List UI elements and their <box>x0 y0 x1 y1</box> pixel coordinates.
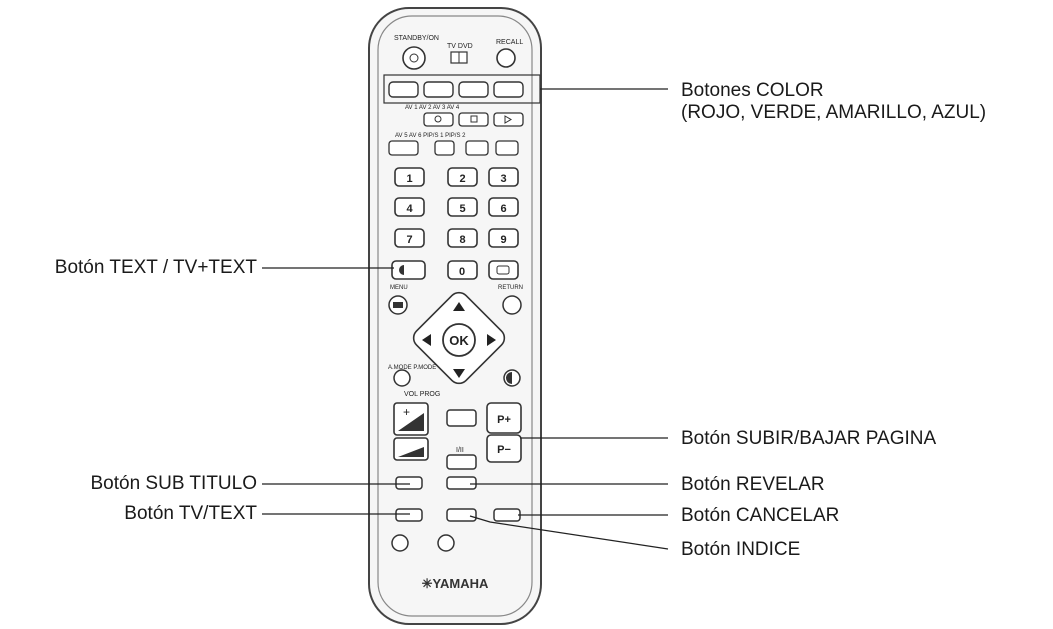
digit-label: 4 <box>406 203 413 215</box>
digit-label: 5 <box>459 203 465 215</box>
digit-label: 1 <box>406 173 412 185</box>
menu-icon <box>393 302 403 308</box>
standby-button[interactable] <box>402 46 426 70</box>
av-button-3[interactable] <box>493 112 524 127</box>
zero-label: 0 <box>459 266 465 278</box>
digit-button-7[interactable] <box>394 228 425 248</box>
tv-swap-button[interactable] <box>488 260 519 280</box>
play-icon <box>504 115 512 124</box>
leader-index <box>469 515 669 550</box>
callout-color-line1: Botones COLOR <box>681 80 824 101</box>
av5-button[interactable] <box>388 140 419 156</box>
p-minus-label: P− <box>497 444 511 456</box>
remote-body-inner <box>377 15 533 617</box>
digit-label: 2 <box>459 173 465 185</box>
digit-label: 8 <box>459 234 465 246</box>
digit-button-8[interactable] <box>447 228 478 248</box>
callout-index: Botón INDICE <box>681 539 801 560</box>
recall-button[interactable] <box>496 48 516 68</box>
av-row2-label: AV 5 AV 6 PIP/S 1 PIP/S 2 <box>395 133 466 139</box>
vol-down-icon <box>398 447 424 457</box>
digit-label: 7 <box>406 234 412 246</box>
callout-tvtext: Botón TV/TEXT <box>124 503 257 524</box>
zero-button[interactable] <box>447 260 478 280</box>
av-button-1[interactable] <box>423 112 454 127</box>
ok-button[interactable] <box>442 323 476 357</box>
contrast-icon <box>506 372 512 384</box>
mode-label: A.MODE P.MODE <box>388 365 436 371</box>
arrow-up-icon[interactable] <box>453 302 465 311</box>
digit-button-5[interactable] <box>447 197 478 217</box>
vol-prog-label: VOL PROG <box>404 391 440 398</box>
mute-button[interactable] <box>446 409 477 427</box>
callout-subtitle: Botón SUB TITULO <box>90 473 258 494</box>
ok-label: OK <box>449 333 469 348</box>
stop-icon <box>470 115 478 123</box>
pause-icon <box>434 115 442 123</box>
arrow-right-icon[interactable] <box>487 334 496 346</box>
pips1-button[interactable] <box>465 140 489 156</box>
brand-logo: ✳YAMAHA <box>422 576 489 591</box>
text-tv-text-button[interactable] <box>391 260 426 280</box>
callout-color-buttons: Botones COLOR (ROJO, VERDE, AMARILLO, AZ… <box>681 80 986 124</box>
index-button[interactable] <box>446 508 477 522</box>
digit-button-6[interactable] <box>488 197 519 217</box>
callout-cancel: Botón CANCELAR <box>681 505 840 526</box>
digit-label: 9 <box>500 234 506 246</box>
return-label: RETURN <box>498 285 523 291</box>
tvtext-button[interactable] <box>395 508 423 522</box>
tv-dvd-label: TV DVD <box>447 43 473 50</box>
av-button-2[interactable] <box>458 112 489 127</box>
return-button[interactable] <box>502 295 522 315</box>
cancel-button[interactable] <box>493 508 521 522</box>
arrow-left-icon[interactable] <box>422 334 431 346</box>
number-pad: 1 2 3 4 5 6 7 8 9 <box>394 167 519 248</box>
p-minus-button[interactable] <box>486 434 522 463</box>
digit-label: 3 <box>500 173 506 185</box>
sub-audio-button[interactable] <box>446 454 477 470</box>
subtitle-button[interactable] <box>395 476 423 490</box>
callout-reveal: Botón REVELAR <box>681 474 825 495</box>
green-button[interactable] <box>423 81 454 98</box>
av6-button[interactable] <box>434 140 455 156</box>
p-plus-button[interactable] <box>486 402 522 434</box>
digit-button-3[interactable] <box>488 167 519 187</box>
digit-button-9[interactable] <box>488 228 519 248</box>
recall-label: RECALL <box>496 39 523 46</box>
digit-button-4[interactable] <box>394 197 425 217</box>
sub-label: I/II <box>456 447 464 454</box>
menu-label: MENU <box>390 285 408 291</box>
callout-page-updown: Botón SUBIR/BAJAR PAGINA <box>681 428 937 449</box>
tv-swap-icon <box>496 265 510 275</box>
red-button[interactable] <box>388 81 419 98</box>
digit-label: 6 <box>500 203 506 215</box>
yellow-button[interactable] <box>458 81 489 98</box>
standby-label: STANDBY/ON <box>394 35 439 42</box>
arrow-down-icon[interactable] <box>453 369 465 378</box>
hold-button[interactable] <box>391 534 409 552</box>
vol-up-icon <box>398 413 424 431</box>
callout-text-button: Botón TEXT / TV+TEXT <box>54 257 257 278</box>
av-row-label: AV 1 AV 2 AV 3 AV 4 <box>405 105 460 111</box>
callout-color-line2: (ROJO, VERDE, AMARILLO, AZUL) <box>681 102 987 123</box>
p-plus-label: P+ <box>497 414 511 426</box>
text-tv-icon <box>399 265 404 275</box>
digit-button-1[interactable] <box>394 167 425 187</box>
a-mode-button[interactable] <box>393 369 411 387</box>
reveal-button[interactable] <box>446 476 477 490</box>
pips2-button[interactable] <box>495 140 519 156</box>
vol-up-plus: + <box>403 405 410 419</box>
digit-button-2[interactable] <box>447 167 478 187</box>
standby-icon <box>409 53 419 63</box>
leader-lines <box>262 88 669 550</box>
size-button[interactable] <box>437 534 455 552</box>
blue-button[interactable] <box>493 81 524 98</box>
